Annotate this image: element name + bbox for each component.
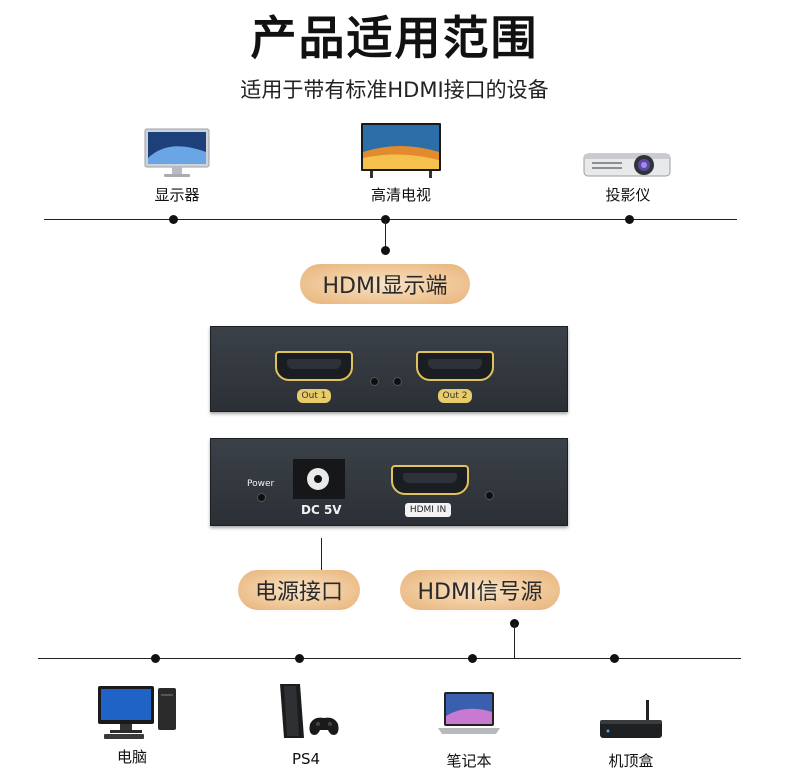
connection-dot	[510, 619, 519, 628]
tv-icon	[360, 122, 442, 180]
power-port-label: 电源接口	[238, 570, 360, 610]
connection-dot	[381, 246, 390, 255]
connection-dot	[295, 654, 304, 663]
hdmi-in-tag: HDMI IN	[405, 503, 451, 517]
hdmi-source-label: HDMI信号源	[400, 570, 560, 610]
dc-jack	[293, 459, 345, 499]
power-connector-line	[321, 538, 322, 572]
hdmi-out2-port	[416, 351, 494, 381]
connection-dot	[625, 215, 634, 224]
out2-tag: Out 2	[438, 389, 472, 403]
power-led	[257, 493, 266, 502]
dc-5v-label: DC 5V	[301, 503, 342, 517]
connector-line	[514, 624, 515, 658]
device-label-projector: 投影仪	[605, 186, 651, 204]
connection-dot	[151, 654, 160, 663]
device-label-tv: 高清电视	[370, 186, 431, 204]
device-label-pc: 电脑	[116, 748, 147, 766]
ps4-console-icon	[276, 682, 342, 740]
connection-dot	[610, 654, 619, 663]
source-bus-line	[38, 658, 741, 659]
connection-dot	[169, 215, 178, 224]
device-label-laptop: 笔记本	[446, 752, 492, 770]
out1-tag: Out 1	[297, 389, 331, 403]
device-label-settop: 机顶盒	[608, 752, 654, 770]
set-top-box-icon	[598, 698, 668, 744]
connection-dot	[468, 654, 477, 663]
hdmi-out1-port	[275, 351, 353, 381]
hdmi-in-port	[391, 465, 469, 495]
indicator-led	[370, 377, 379, 386]
connector-line	[385, 220, 386, 250]
splitter-front-panel: Out 1 Out 2	[210, 326, 568, 412]
device-label-monitor: 显示器	[154, 186, 200, 204]
device-label-ps4: PS4	[291, 750, 321, 768]
projector-icon	[582, 148, 672, 180]
indicator-led	[485, 491, 494, 500]
page-title: 产品适用范围	[250, 11, 539, 65]
display-bus-line	[44, 219, 737, 220]
laptop-icon	[436, 690, 502, 738]
splitter-back-panel: Power DC 5V HDMI IN	[210, 438, 568, 526]
desktop-pc-icon	[96, 684, 180, 740]
connection-dot	[381, 215, 390, 224]
page-subtitle: 适用于带有标准HDMI接口的设备	[240, 78, 549, 102]
power-label: Power	[247, 479, 275, 489]
hdmi-display-label: HDMI显示端	[300, 264, 470, 304]
monitor-icon	[144, 128, 210, 178]
indicator-led	[393, 377, 402, 386]
